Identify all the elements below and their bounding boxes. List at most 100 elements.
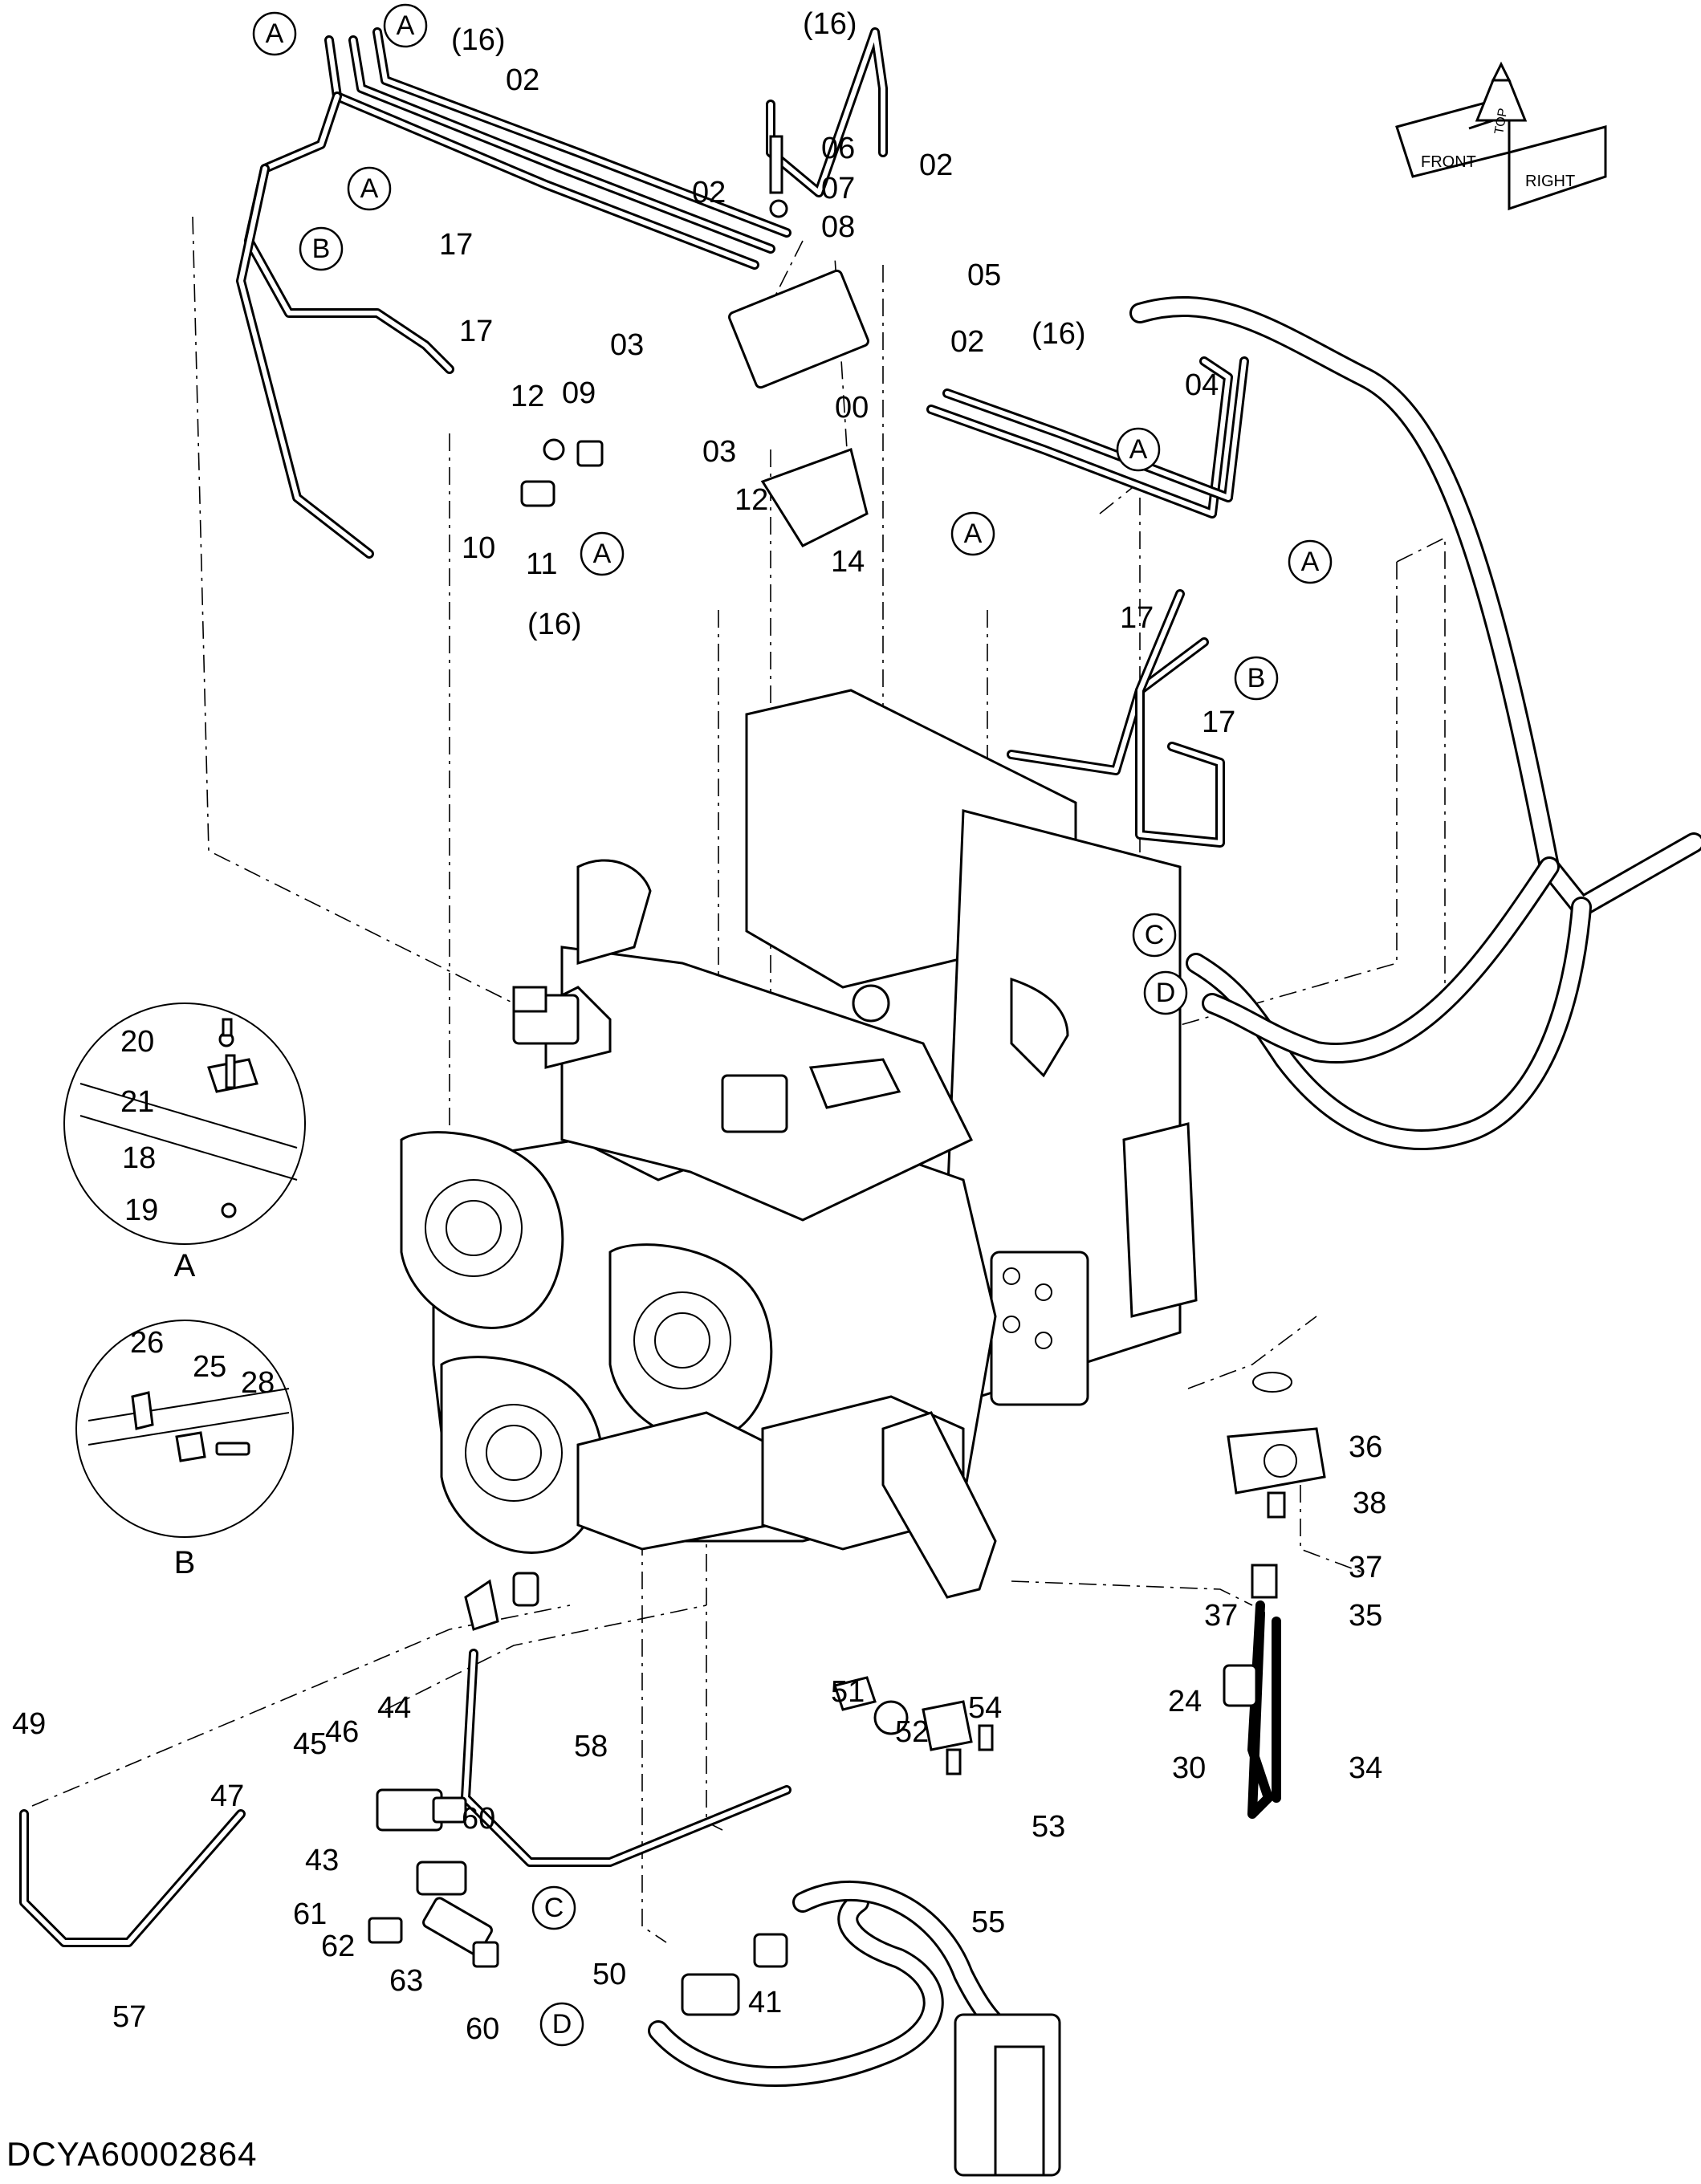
callout-cA3: A	[347, 166, 392, 211]
part-label-l30: 30	[1172, 1751, 1206, 1785]
part-label-l09: 09	[562, 376, 596, 410]
detail-view-b	[75, 1320, 294, 1538]
callout-cD2: D	[539, 2002, 584, 2047]
part-label-l10: 10	[462, 531, 495, 565]
part-label-l44: 44	[377, 1691, 411, 1725]
part-label-l02d: 02	[950, 325, 984, 359]
callout-cA7: A	[580, 531, 625, 576]
orientation-cube: FRONT RIGHT TOP	[1395, 61, 1607, 211]
callout-cA2: A	[383, 3, 428, 48]
part-label-l17d: 17	[1202, 706, 1235, 739]
svg-text:A: A	[964, 519, 983, 549]
part-label-l02c: 02	[919, 148, 953, 182]
part-label-l12a: 12	[511, 380, 544, 413]
part-label-l06: 06	[821, 132, 855, 165]
callout-cD1: D	[1143, 970, 1188, 1015]
part-label-l03b: 03	[702, 435, 736, 469]
svg-text:A: A	[360, 173, 379, 204]
part-label-l17c: 17	[1120, 601, 1154, 635]
cube-top-label: TOP	[1492, 108, 1510, 136]
part-label-l04: 04	[1185, 368, 1219, 402]
hardware	[368, 135, 1326, 2016]
part-label-l00: 00	[835, 391, 869, 425]
pilot-lines-left	[236, 27, 791, 559]
drawing-code: DCYA60002864	[6, 2135, 258, 2173]
hoses-bottom	[19, 1600, 1281, 2177]
svg-text:C: C	[544, 1893, 564, 1923]
callout-cA1: A	[252, 11, 297, 56]
part-label-l37b: 37	[1204, 1599, 1238, 1633]
svg-text:A: A	[1301, 547, 1320, 577]
part-label-l02a: 02	[506, 63, 539, 97]
part-label-l18: 18	[122, 1141, 156, 1175]
callout-cC1: C	[1132, 913, 1177, 958]
part-label-l51: 51	[831, 1675, 865, 1709]
part-label-l52: 52	[895, 1715, 929, 1749]
part-label-l60a: 60	[462, 1802, 495, 1836]
part-label-l55: 55	[971, 1905, 1005, 1939]
part-label-l08: 08	[821, 210, 855, 244]
callout-cA6: A	[1288, 539, 1333, 584]
part-label-l28: 28	[241, 1366, 275, 1400]
part-label-l03a: 03	[610, 328, 644, 362]
part-label-l53: 53	[1032, 1810, 1065, 1844]
part-label-l20: 20	[120, 1025, 154, 1059]
svg-text:C: C	[1145, 920, 1165, 950]
part-label-l16b: (16)	[803, 7, 857, 41]
part-label-l34: 34	[1349, 1751, 1382, 1785]
part-label-l62: 62	[321, 1930, 355, 1963]
part-label-l17a: 17	[439, 228, 473, 262]
cube-right-label: RIGHT	[1525, 173, 1575, 190]
svg-text:A: A	[397, 10, 415, 41]
hoses-right	[1129, 296, 1701, 1150]
callout-cA4: A	[1116, 427, 1161, 472]
svg-text:B: B	[312, 234, 331, 264]
part-label-l47: 47	[210, 1779, 244, 1813]
part-label-l38: 38	[1353, 1487, 1386, 1520]
part-label-l43: 43	[305, 1844, 339, 1877]
part-label-l36: 36	[1349, 1430, 1382, 1464]
part-label-l16d: (16)	[527, 608, 582, 641]
part-label-l17b: 17	[459, 315, 493, 348]
part-label-l50: 50	[592, 1958, 626, 1991]
callout-cC2: C	[531, 1885, 576, 1930]
cube-front-label: FRONT	[1421, 153, 1476, 171]
part-label-l35: 35	[1349, 1599, 1382, 1633]
part-label-l11: 11	[526, 547, 557, 581]
detail-title-b: B	[174, 1545, 196, 1580]
part-label-l26: 26	[130, 1326, 164, 1360]
part-label-l02b: 02	[692, 176, 726, 209]
svg-text:B: B	[1247, 663, 1266, 693]
svg-text:A: A	[1129, 434, 1148, 465]
part-label-l61: 61	[293, 1897, 327, 1931]
part-label-l16a: (16)	[451, 23, 506, 57]
part-label-l57: 57	[112, 2000, 146, 2034]
part-label-l41: 41	[748, 1986, 782, 2019]
part-label-l24: 24	[1168, 1685, 1202, 1718]
part-label-l21: 21	[120, 1085, 154, 1119]
part-label-l46: 46	[325, 1715, 359, 1749]
part-label-l07: 07	[821, 172, 855, 205]
part-label-l45: 45	[293, 1727, 327, 1761]
part-label-l58: 58	[574, 1730, 608, 1763]
part-label-l25: 25	[193, 1350, 226, 1384]
part-label-l16c: (16)	[1032, 317, 1086, 351]
svg-text:A: A	[593, 539, 612, 569]
part-label-l60b: 60	[466, 2012, 499, 2046]
svg-text:A: A	[266, 18, 284, 49]
part-label-l19: 19	[124, 1194, 158, 1227]
pump-assembly	[400, 689, 1198, 1599]
detail-title-a: A	[174, 1248, 196, 1283]
callout-cB1: B	[299, 226, 344, 271]
part-label-l14: 14	[831, 545, 865, 579]
detail-view-a	[63, 1003, 306, 1245]
part-label-l49: 49	[12, 1707, 46, 1741]
svg-text:D: D	[1156, 978, 1176, 1008]
part-label-l63: 63	[389, 1964, 423, 1998]
svg-text:D: D	[552, 2009, 572, 2040]
part-label-l54: 54	[968, 1691, 1002, 1725]
callout-cB2: B	[1234, 656, 1279, 701]
